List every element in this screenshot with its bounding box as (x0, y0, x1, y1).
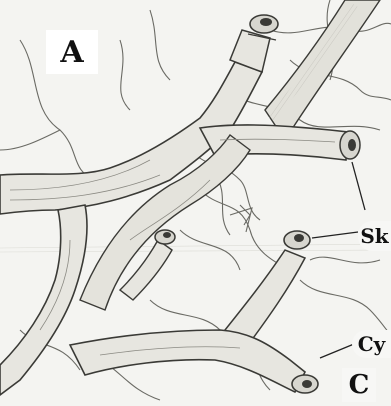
vessel-descending (0, 205, 87, 395)
label-leader-lines (312, 162, 365, 358)
vessel-bottom-branch (70, 330, 305, 392)
label-sk: Sk (358, 221, 391, 251)
label-cy: Cy (352, 330, 391, 358)
label-c: C (342, 368, 376, 402)
paper-texture (0, 244, 391, 252)
vessel-upper-right (265, 0, 380, 140)
panel-letter: A (46, 30, 98, 74)
